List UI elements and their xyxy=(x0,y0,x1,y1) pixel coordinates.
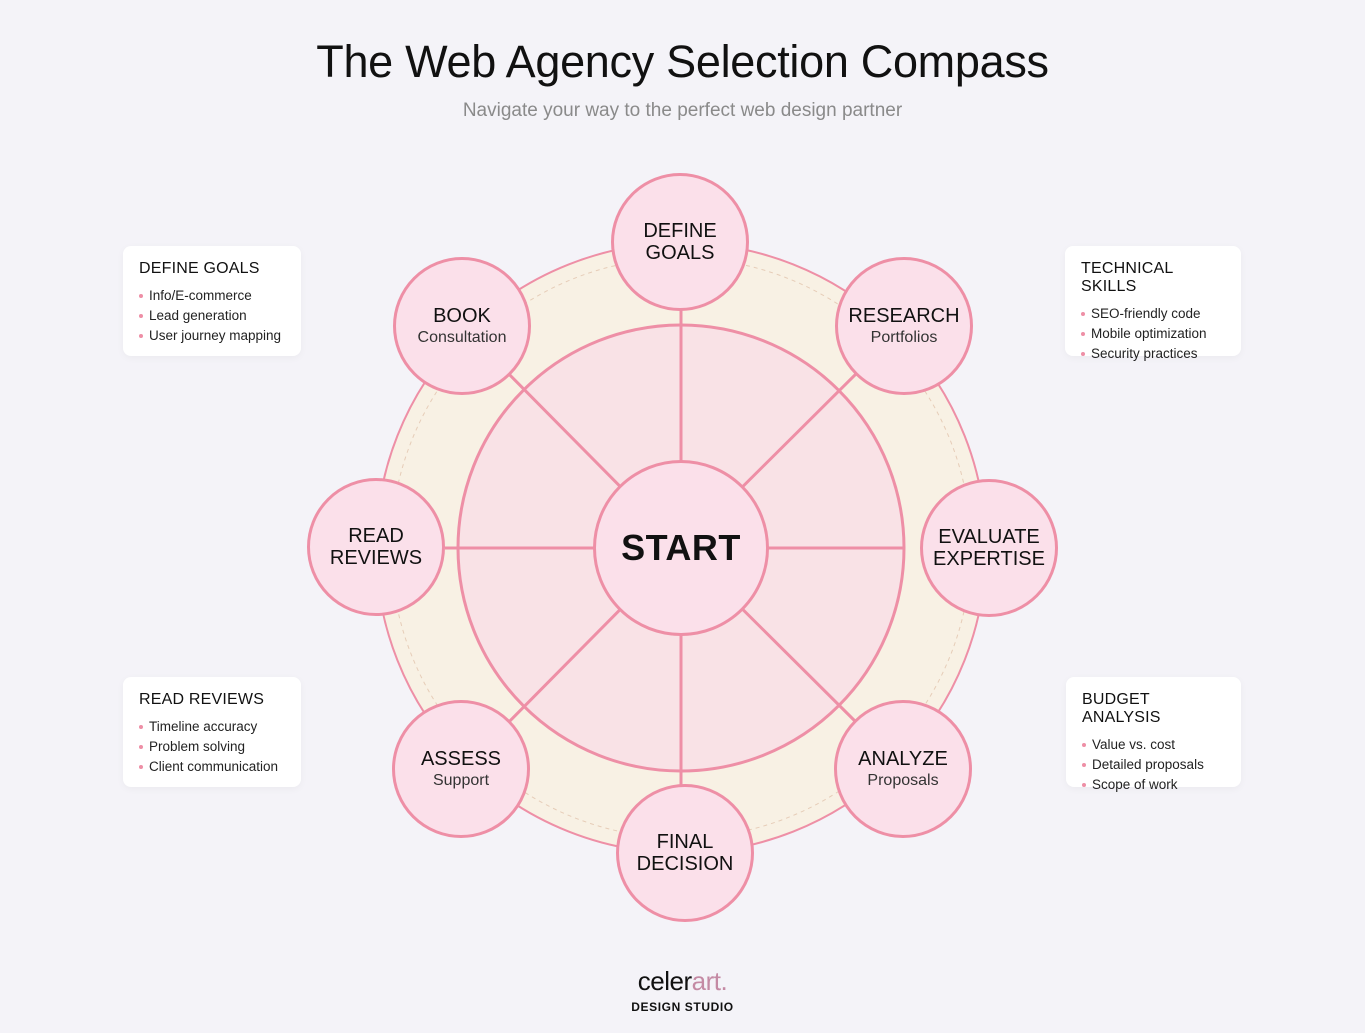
card-list-item: Mobile optimization xyxy=(1081,324,1225,344)
start-node[interactable]: START xyxy=(593,460,769,636)
page-title: The Web Agency Selection Compass xyxy=(316,36,1049,87)
card-technical-skills: TECHNICAL SKILLS SEO-friendly code Mobil… xyxy=(1065,246,1241,361)
logo-prefix: celer xyxy=(637,966,692,996)
card-title: READ REVIEWS xyxy=(139,691,265,708)
node-book-sublabel: Consultation xyxy=(417,328,507,346)
node-read-reviews[interactable]: READ REVIEWS xyxy=(307,478,445,616)
node-book-label: BOOK xyxy=(433,304,491,327)
card-title: TECHNICAL SKILLS xyxy=(1081,260,1173,295)
logo-accent: art. xyxy=(691,966,728,996)
card-list-item: Lead generation xyxy=(139,306,285,326)
node-final-label: FINAL DECISION xyxy=(636,831,734,875)
node-research-label: RESEARCH xyxy=(848,304,960,327)
card-list-item: Detailed proposals xyxy=(1082,755,1225,775)
node-evaluate-label: EVALUATE EXPERTISE xyxy=(933,526,1045,570)
node-research-portfolios[interactable]: RESEARCH Portfolios xyxy=(835,257,973,395)
node-book-consultation[interactable]: BOOK Consultation xyxy=(393,257,531,395)
node-assess-label: ASSESS xyxy=(420,747,502,770)
brand-logo[interactable]: celerart. xyxy=(0,966,1365,997)
card-list-item: Info/E-commerce xyxy=(139,286,285,306)
node-final-decision[interactable]: FINAL DECISION xyxy=(616,784,754,922)
card-list-item: Timeline accuracy xyxy=(139,717,285,737)
node-define-goals[interactable]: DEFINE GOALS xyxy=(611,173,749,311)
card-title: BUDGET ANALYSIS xyxy=(1082,691,1161,726)
card-read-reviews: READ REVIEWS Timeline accuracy Problem s… xyxy=(123,677,301,787)
card-title: DEFINE GOALS xyxy=(139,260,260,277)
node-analyze-proposals[interactable]: ANALYZE Proposals xyxy=(834,700,972,838)
card-list-item: User journey mapping xyxy=(139,326,285,346)
node-define-goals-label: DEFINE GOALS xyxy=(643,220,717,264)
card-list-item: Value vs. cost xyxy=(1082,735,1225,755)
node-assess-support[interactable]: ASSESS Support xyxy=(392,700,530,838)
node-analyze-sublabel: Proposals xyxy=(867,771,939,789)
card-list-item: SEO-friendly code xyxy=(1081,304,1225,324)
node-research-sublabel: Portfolios xyxy=(870,328,938,346)
card-list-item: Problem solving xyxy=(139,737,285,757)
page-subtitle: Navigate your way to the perfect web des… xyxy=(462,100,903,121)
card-budget-analysis: BUDGET ANALYSIS Value vs. cost Detailed … xyxy=(1066,677,1241,792)
card-define-goals: DEFINE GOALS Info/E-commerce Lead genera… xyxy=(123,246,301,356)
card-list-item: Scope of work xyxy=(1082,775,1225,795)
node-assess-sublabel: Support xyxy=(432,771,490,789)
logo-tagline: DESIGN STUDIO xyxy=(631,1000,734,1014)
node-analyze-label: ANALYZE xyxy=(858,747,948,770)
node-evaluate-expertise[interactable]: EVALUATE EXPERTISE xyxy=(920,479,1058,617)
card-list-item: Security practices xyxy=(1081,344,1225,364)
start-label: START xyxy=(621,527,741,568)
node-read-reviews-label: READ REVIEWS xyxy=(329,525,423,569)
card-list-item: Client communication xyxy=(139,757,285,777)
